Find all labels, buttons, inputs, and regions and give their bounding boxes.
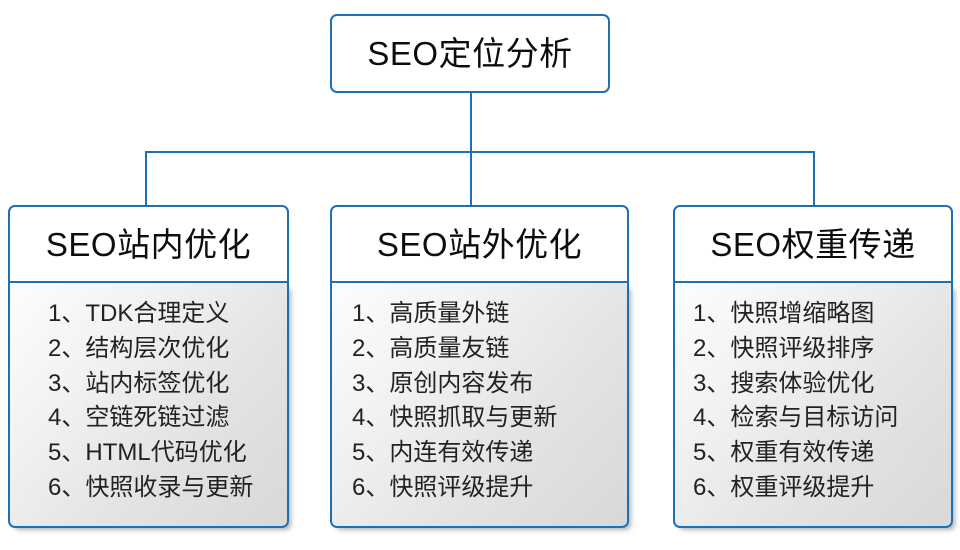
branch-header-title: SEO站内优化	[45, 225, 252, 263]
list-item: 6、 快照评级提升	[332, 471, 627, 506]
branch-body-on-site: 1、 TDK合理定义 2、 结构层次优化 3、 站内标签优化 4、 空链死链过滤…	[8, 283, 289, 528]
list-item-text: 快照评级提升	[389, 473, 534, 501]
list-item: 3、 站内标签优化	[10, 367, 287, 402]
list-item-index: 1、	[48, 300, 86, 327]
list-item-index: 3、	[693, 369, 731, 397]
branch-column-weight-transfer: SEO权重传递 1、 快照增缩略图 2、 快照评级排序 3、 搜索体验优化 4、	[673, 205, 953, 528]
list-item: 4、 检索与目标访问	[675, 401, 951, 436]
branch-header-title: SEO站外优化	[376, 225, 583, 263]
connector-trunk-line	[470, 92, 472, 153]
list-item-text: HTML代码优化	[85, 439, 247, 467]
list-item: 4、 空链死链过滤	[10, 401, 287, 436]
list-item-index: 4、	[352, 404, 390, 432]
list-item-index: 5、	[693, 439, 731, 467]
list-item-index: 5、	[352, 439, 390, 467]
item-list-weight-transfer: 1、 快照增缩略图 2、 快照评级排序 3、 搜索体验优化 4、 检索与目标访问…	[675, 297, 951, 506]
list-item-text: 检索与目标访问	[730, 404, 899, 432]
connector-drop-branch-1	[145, 151, 147, 207]
list-item: 1、 快照增缩略图	[675, 297, 951, 332]
list-item-text: 结构层次优化	[85, 334, 230, 362]
list-item: 1、 高质量外链	[332, 297, 627, 332]
list-item-text: 高质量友链	[389, 334, 510, 362]
list-item-index: 6、	[352, 473, 390, 501]
branch-column-on-site: SEO站内优化 1、 TDK合理定义 2、 结构层次优化 3、 站内标签优化 4…	[8, 205, 289, 528]
list-item: 1、 TDK合理定义	[10, 297, 287, 332]
list-item-text: 站内标签优化	[85, 369, 230, 397]
list-item-index: 6、	[693, 473, 731, 501]
list-item-text: 空链死链过滤	[85, 404, 230, 432]
branch-body-weight-transfer: 1、 快照增缩略图 2、 快照评级排序 3、 搜索体验优化 4、 检索与目标访问…	[673, 283, 953, 528]
item-list-off-site: 1、 高质量外链 2、 高质量友链 3、 原创内容发布 4、 快照抓取与更新 5…	[332, 297, 627, 506]
branch-column-off-site: SEO站外优化 1、 高质量外链 2、 高质量友链 3、 原创内容发布 4、 快	[330, 205, 629, 528]
list-item: 3、 原创内容发布	[332, 367, 627, 402]
root-node[interactable]: SEO定位分析	[330, 14, 610, 93]
list-item-index: 2、	[693, 334, 731, 362]
list-item-text: 高质量外链	[389, 300, 510, 327]
item-list-on-site: 1、 TDK合理定义 2、 结构层次优化 3、 站内标签优化 4、 空链死链过滤…	[10, 297, 287, 506]
branch-header-on-site[interactable]: SEO站内优化	[8, 205, 289, 283]
list-item: 2、 高质量友链	[332, 332, 627, 367]
list-item-text: TDK合理定义	[85, 300, 230, 327]
list-item-index: 2、	[48, 334, 86, 362]
list-item: 6、 快照收录与更新	[10, 471, 287, 506]
branch-header-title: SEO权重传递	[710, 225, 916, 263]
list-item: 4、 快照抓取与更新	[332, 401, 627, 436]
root-node-title: SEO定位分析	[367, 35, 573, 72]
connector-horizontal-bus	[145, 151, 815, 153]
list-item: 5、 权重有效传递	[675, 436, 951, 471]
list-item-text: 快照收录与更新	[85, 473, 254, 501]
list-item: 2、 快照评级排序	[675, 332, 951, 367]
list-item: 2、 结构层次优化	[10, 332, 287, 367]
list-item-text: 搜索体验优化	[730, 369, 875, 397]
list-item-index: 1、	[352, 300, 390, 327]
list-item-index: 3、	[48, 369, 86, 397]
branch-header-off-site[interactable]: SEO站外优化	[330, 205, 629, 283]
list-item-text: 权重有效传递	[730, 439, 875, 467]
list-item-index: 2、	[352, 334, 390, 362]
list-item-text: 内连有效传递	[389, 439, 534, 467]
list-item-index: 1、	[693, 300, 731, 327]
list-item-index: 6、	[48, 473, 86, 501]
branch-body-off-site: 1、 高质量外链 2、 高质量友链 3、 原创内容发布 4、 快照抓取与更新 5…	[330, 283, 629, 528]
list-item-text: 快照评级排序	[730, 334, 875, 362]
list-item-index: 3、	[352, 369, 390, 397]
list-item: 5、 HTML代码优化	[10, 436, 287, 471]
connector-drop-branch-2	[470, 151, 472, 207]
list-item-text: 快照增缩略图	[730, 300, 875, 327]
list-item-index: 4、	[693, 404, 731, 432]
list-item-index: 4、	[48, 404, 86, 432]
list-item: 5、 内连有效传递	[332, 436, 627, 471]
list-item-index: 5、	[48, 439, 86, 467]
list-item-text: 快照抓取与更新	[389, 404, 558, 432]
list-item-text: 原创内容发布	[389, 369, 534, 397]
list-item: 3、 搜索体验优化	[675, 367, 951, 402]
list-item-text: 权重评级提升	[730, 473, 875, 501]
list-item: 6、 权重评级提升	[675, 471, 951, 506]
connector-drop-branch-3	[813, 151, 815, 207]
branch-header-weight-transfer[interactable]: SEO权重传递	[673, 205, 953, 283]
